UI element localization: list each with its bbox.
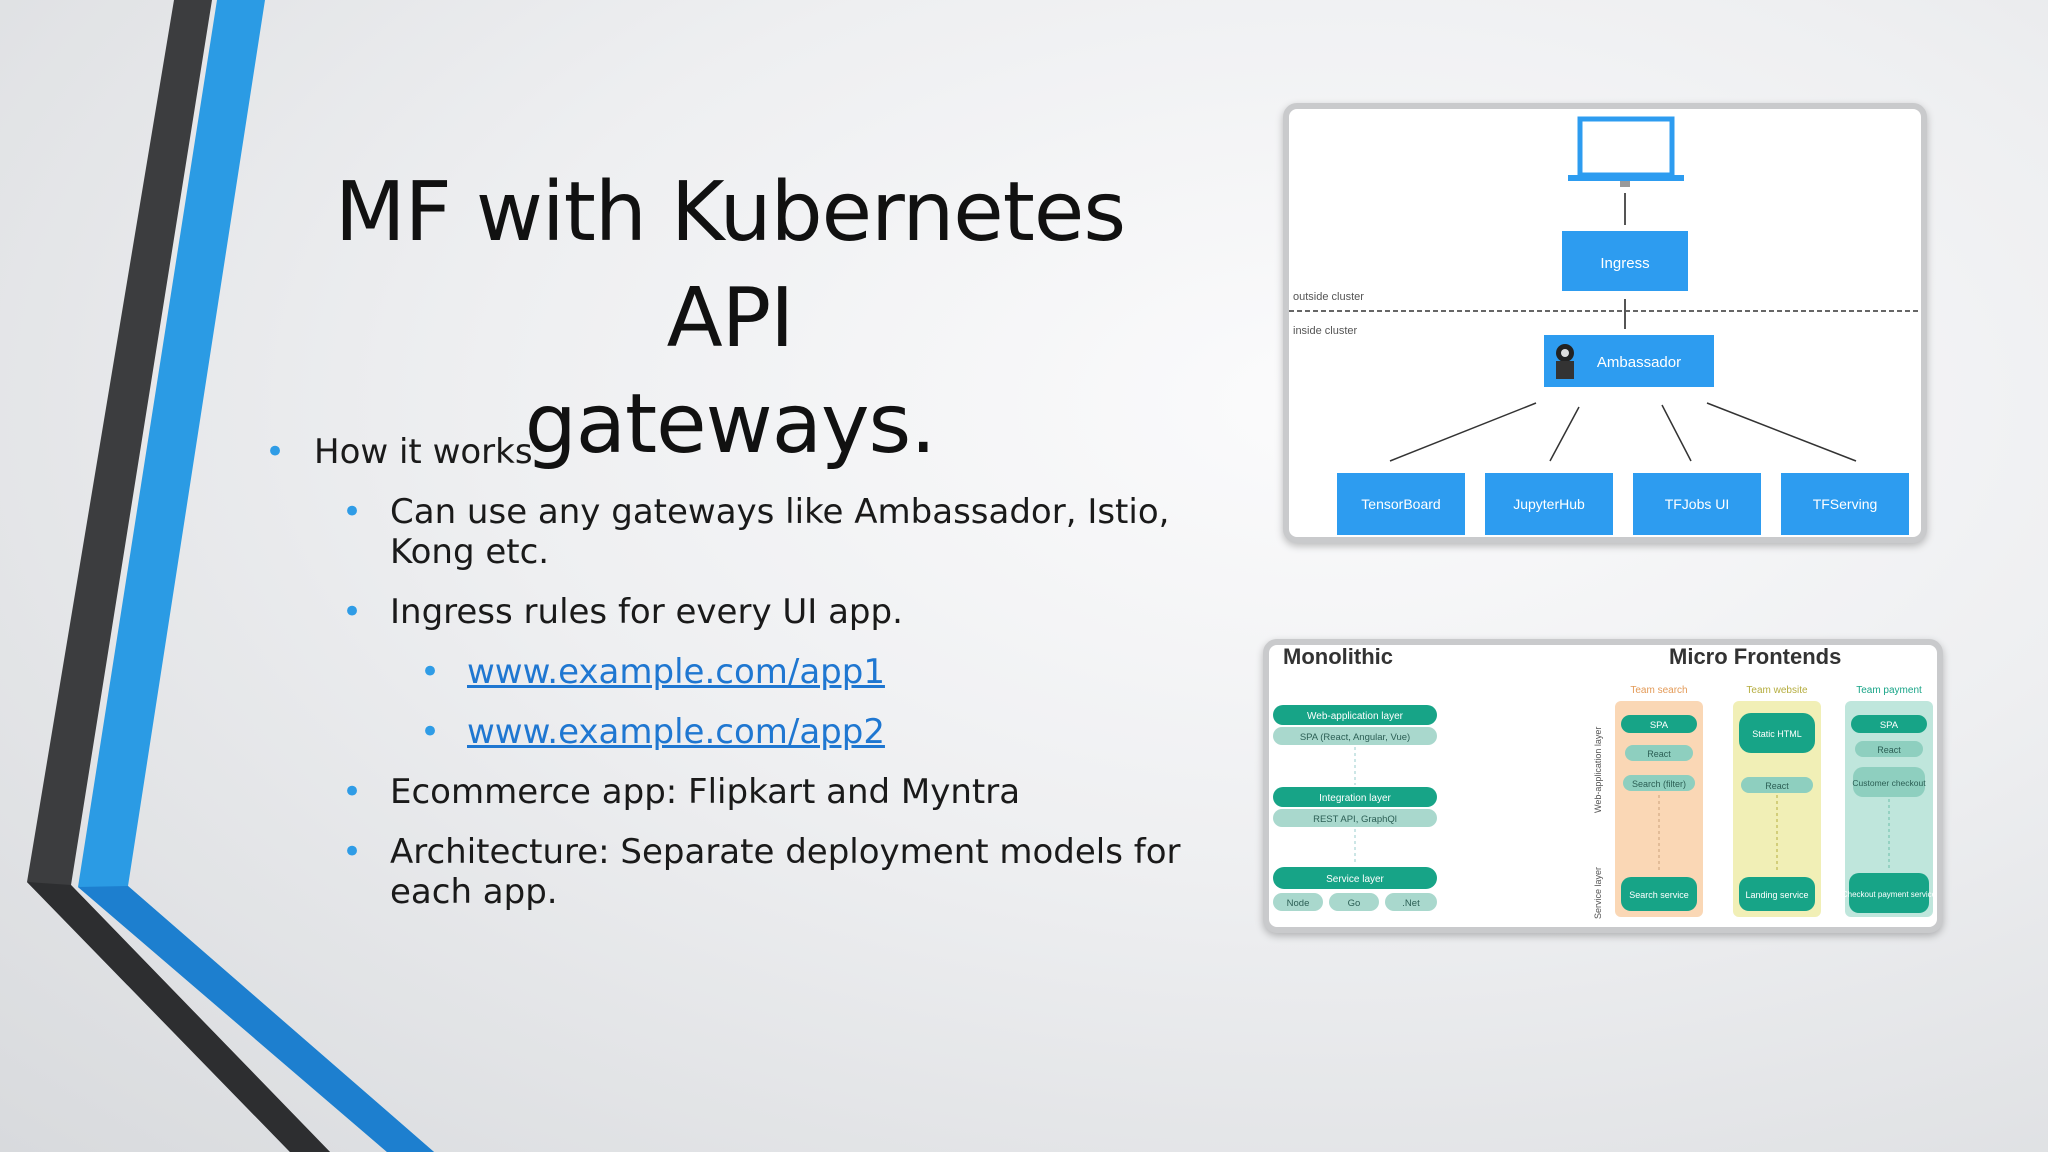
- bullet-how-it-works: •How it works: [265, 432, 533, 472]
- mono-layer-label: Integration layer: [1319, 793, 1391, 804]
- monolith-stack: Web-application layer SPA (React, Angula…: [1273, 705, 1437, 911]
- service-label: TFJobs UI: [1665, 496, 1730, 512]
- svg-text:React: React: [1647, 749, 1671, 759]
- service-label: TensorBoard: [1361, 496, 1440, 512]
- service-label: TFServing: [1813, 496, 1878, 512]
- mono-service-label: Node: [1287, 898, 1310, 909]
- svg-text:Static HTML: Static HTML: [1752, 729, 1802, 739]
- kubernetes-gateway-diagram: Ingress outside cluster inside cluster A…: [1283, 103, 1927, 543]
- svg-text:Checkout payment service: Checkout payment service: [1842, 890, 1937, 899]
- team-name: Team payment: [1856, 685, 1922, 696]
- bullet-dot-icon: •: [420, 712, 441, 752]
- svg-text:Customer checkout: Customer checkout: [1852, 778, 1926, 788]
- title-line-2: gateways.: [524, 377, 937, 472]
- ingress-node: [1562, 231, 1688, 291]
- team-website-column: Team website Static HTML React Landing s…: [1733, 685, 1821, 917]
- mono-layer-label: Web-application layer: [1307, 711, 1404, 722]
- bullet-architecture: •Architecture: Separate deployment model…: [342, 832, 1181, 912]
- ambassador-label: Ambassador: [1597, 354, 1681, 371]
- service-tfserving: [1781, 473, 1909, 535]
- team-search-column: Team search SPA React Search (filter) Se…: [1615, 685, 1703, 917]
- title-line-1: MF with Kubernetes API: [334, 165, 1126, 366]
- ambassador-mascot-icon: [1556, 344, 1574, 379]
- inside-cluster-label: inside cluster: [1293, 325, 1358, 337]
- mono-layer-label: REST API, GraphQl: [1313, 814, 1397, 825]
- svg-text:SPA: SPA: [1880, 720, 1899, 731]
- svg-text:Search service: Search service: [1629, 890, 1689, 900]
- bullet-link-app1: • www.example.com/app1: [260, 652, 1200, 692]
- microfrontends-diagram-svg: Monolithic Micro Frontends Web-applicati…: [1273, 645, 1937, 919]
- bullet-dot-icon: •: [265, 432, 286, 472]
- mono-service-label: Go: [1348, 898, 1361, 909]
- axis-label-web: Web-application layer: [1593, 727, 1603, 813]
- bullet-ecommerce: •Ecommerce app: Flipkart and Myntra: [342, 772, 1021, 812]
- service-jupyterhub: [1485, 473, 1613, 535]
- service-tfjobs-ui: [1633, 473, 1761, 535]
- team-payment-column: Team payment SPA React Customer checkout…: [1842, 685, 1937, 917]
- svg-text:Search (filter): Search (filter): [1632, 779, 1686, 789]
- link-app1[interactable]: www.example.com/app1: [467, 652, 885, 692]
- svg-text:SPA: SPA: [1650, 720, 1669, 731]
- service-connectors: [1389, 402, 1857, 462]
- svg-text:React: React: [1765, 781, 1789, 791]
- bullet-ingress-rules: •Ingress rules for every UI app.: [342, 592, 903, 632]
- monolith-vs-microfrontends-diagram: Monolithic Micro Frontends Web-applicati…: [1263, 639, 1943, 933]
- bullet-dot-icon: •: [342, 832, 363, 872]
- bullet-gateways: •Can use any gateways like Ambassador, I…: [342, 492, 1170, 572]
- outside-cluster-label: outside cluster: [1293, 291, 1364, 303]
- ingress-label: Ingress: [1600, 255, 1649, 272]
- bullet-link-app2: • www.example.com/app2: [260, 712, 1200, 752]
- mono-service-label: .Net: [1402, 898, 1420, 909]
- laptop-icon: [1568, 116, 1684, 187]
- mono-layer-label: Service layer: [1326, 874, 1384, 885]
- microfrontends-title: Micro Frontends: [1669, 645, 1841, 669]
- mono-layer-label: SPA (React, Angular, Vue): [1300, 732, 1410, 743]
- team-name: Team search: [1630, 685, 1687, 696]
- svg-text:Landing service: Landing service: [1745, 890, 1808, 900]
- bullet-dot-icon: •: [420, 652, 441, 692]
- bullet-list: •How it works •Can use any gateways like…: [260, 432, 1200, 932]
- slide-title: MF with Kubernetes API gateways.: [260, 160, 1200, 478]
- gateway-diagram-svg: Ingress outside cluster inside cluster A…: [1289, 116, 1921, 535]
- monolithic-title: Monolithic: [1283, 645, 1393, 669]
- service-tensorboard: [1337, 473, 1465, 535]
- team-name: Team website: [1746, 685, 1808, 696]
- bullet-dot-icon: •: [342, 772, 363, 812]
- svg-text:React: React: [1877, 745, 1901, 755]
- bullet-dot-icon: •: [342, 592, 363, 632]
- service-label: JupyterHub: [1513, 496, 1585, 512]
- axis-label-service: Service layer: [1593, 867, 1603, 919]
- bullet-dot-icon: •: [342, 492, 363, 532]
- link-app2[interactable]: www.example.com/app2: [467, 712, 885, 752]
